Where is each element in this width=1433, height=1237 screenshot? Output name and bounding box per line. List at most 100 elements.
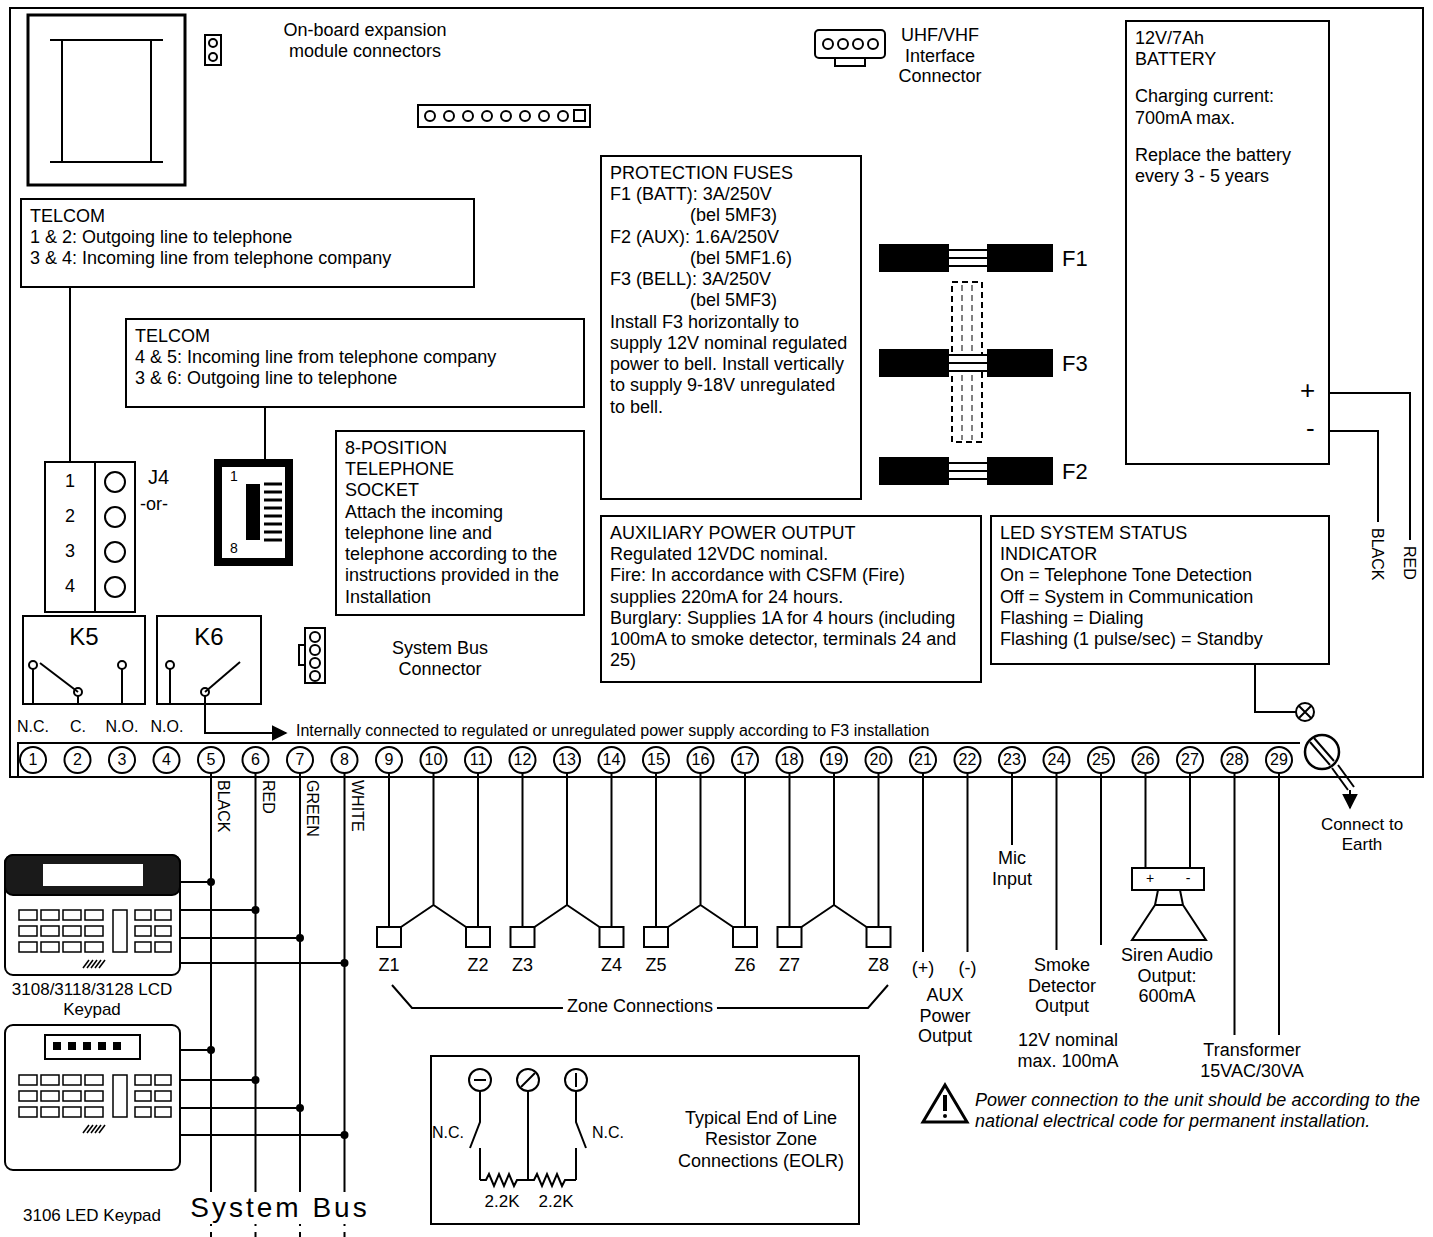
- wire: [169, 669, 171, 705]
- keypad-key: [85, 1075, 103, 1085]
- wire: [94, 462, 96, 612]
- component-outline: [574, 110, 585, 121]
- polarity-mark: +: [1300, 376, 1315, 406]
- fuse-symbol: [988, 245, 1052, 271]
- box-heading: AUXILIARY POWER OUTPUT: [610, 523, 972, 544]
- terminal-number: 1: [29, 751, 38, 769]
- polarity-mark: -: [1186, 870, 1191, 886]
- keypad-key: [113, 1075, 127, 1117]
- wire-color: RED: [260, 780, 276, 814]
- box-text: K6: [166, 623, 252, 651]
- fuse-label: F2: [1062, 459, 1088, 484]
- terminal-number: 2: [73, 751, 82, 769]
- earth-wire: [1332, 765, 1354, 790]
- terminal-circle: [554, 747, 580, 773]
- box-heading: PROTECTION FUSES: [610, 163, 852, 184]
- terminal-circle: [955, 747, 981, 773]
- terminal-number: 13: [558, 751, 576, 769]
- bus-wire: [180, 1107, 300, 1109]
- socket-pin: [264, 539, 282, 542]
- keypad-key: [135, 910, 151, 920]
- terminal-number: 21: [914, 751, 932, 769]
- relay-box: K6: [156, 615, 262, 705]
- wire: [474, 1079, 486, 1081]
- fuse-symbol: [948, 355, 988, 371]
- leader-line: [264, 400, 266, 460]
- contact-point: [209, 53, 217, 61]
- bus-wire: [299, 773, 301, 1190]
- zone-label: Z8: [868, 955, 889, 976]
- led-note: LED SYSTEM STATUS INDICATOROn = Telephon…: [990, 515, 1330, 665]
- box-heading: 8-POSITION TELEPHONE SOCKET: [345, 438, 525, 502]
- terminal-circle: [643, 747, 669, 773]
- zone-label: Z4: [601, 955, 622, 976]
- relay-contact: [205, 662, 240, 692]
- arrow: [205, 696, 286, 733]
- contact-point: [310, 658, 320, 668]
- terminal-number: 9: [385, 751, 394, 769]
- terminal-circle: [1266, 747, 1292, 773]
- contact-point: [463, 111, 473, 121]
- socket-pin: [264, 507, 282, 510]
- screw-terminal: [469, 1069, 491, 1091]
- terminal-circle: [599, 747, 625, 773]
- terminal-circle: [910, 747, 936, 773]
- terminal-number: 27: [1181, 751, 1199, 769]
- relay-contact: [40, 663, 78, 692]
- screw-terminal: [105, 507, 125, 527]
- fuse-symbol: [948, 257, 988, 259]
- keypad-key: [155, 1107, 171, 1117]
- keypad-key: [63, 1075, 81, 1085]
- keypad-key: [155, 910, 171, 920]
- keypad-key: [85, 926, 103, 936]
- terminal-number: 24: [1048, 751, 1066, 769]
- terminal-number: 19: [825, 751, 843, 769]
- box-text: 4 & 5: Incoming line from telephone comp…: [135, 347, 575, 368]
- keypad-key: [19, 942, 37, 952]
- smoke-wire: [1057, 773, 1102, 950]
- keypad-key: [135, 942, 151, 952]
- screw-terminal: [105, 472, 125, 492]
- terminal-circle: [287, 747, 313, 773]
- box-text: Charging current: 700mA max.: [1135, 86, 1320, 128]
- box-text: 1 & 2: Outgoing line to telephone: [30, 227, 465, 248]
- terminal-circle: [1044, 747, 1070, 773]
- resistor-value: 2.2K: [539, 1192, 574, 1212]
- contact-point: [310, 645, 320, 655]
- part-label: On-board expansion module connectors: [260, 20, 470, 61]
- terminal-number: 17: [736, 751, 754, 769]
- pin-number: 8: [230, 540, 238, 556]
- transformer-block: [50, 40, 163, 162]
- terminal-number: 11: [470, 751, 487, 769]
- zone-device: [466, 927, 490, 947]
- keypad-key: [85, 1107, 103, 1117]
- keypad-key: [63, 1107, 81, 1117]
- screw-terminal: [105, 542, 125, 562]
- contact-point: [501, 111, 511, 121]
- keypad-key: [85, 942, 103, 952]
- screw-terminal: [565, 1069, 587, 1091]
- battery-lead: [1330, 431, 1378, 522]
- zone-label: Z5: [645, 955, 666, 976]
- rating-text: 12V nominal max. 100mA: [1012, 1030, 1124, 1071]
- polarity-label: (-): [959, 958, 977, 979]
- fuse-symbol: [880, 458, 948, 484]
- bus-wire: [180, 962, 345, 964]
- contact-point: [444, 111, 454, 121]
- siren-wire: [1146, 773, 1191, 868]
- note-text: Connect to Earth: [1317, 815, 1407, 854]
- earth-screw: [1310, 738, 1334, 765]
- warning-triangle: [943, 1095, 947, 1111]
- wire: [527, 1091, 529, 1180]
- box-text: F2 (AUX): 1.6A/250V (bel 5MF1.6): [610, 227, 805, 269]
- zone-device: [733, 927, 757, 947]
- keypad-name: 3108/3118/3128 LCD Keypad: [2, 980, 182, 1019]
- zone-wire: [401, 773, 466, 927]
- bus-connector: [305, 628, 325, 683]
- keypad-display: [5, 855, 180, 895]
- bus-wire: [180, 1079, 256, 1081]
- screw-terminal: [105, 577, 125, 597]
- keypad-key: [135, 926, 151, 936]
- terminal-circle: [376, 747, 402, 773]
- fuse-symbol: [948, 463, 988, 479]
